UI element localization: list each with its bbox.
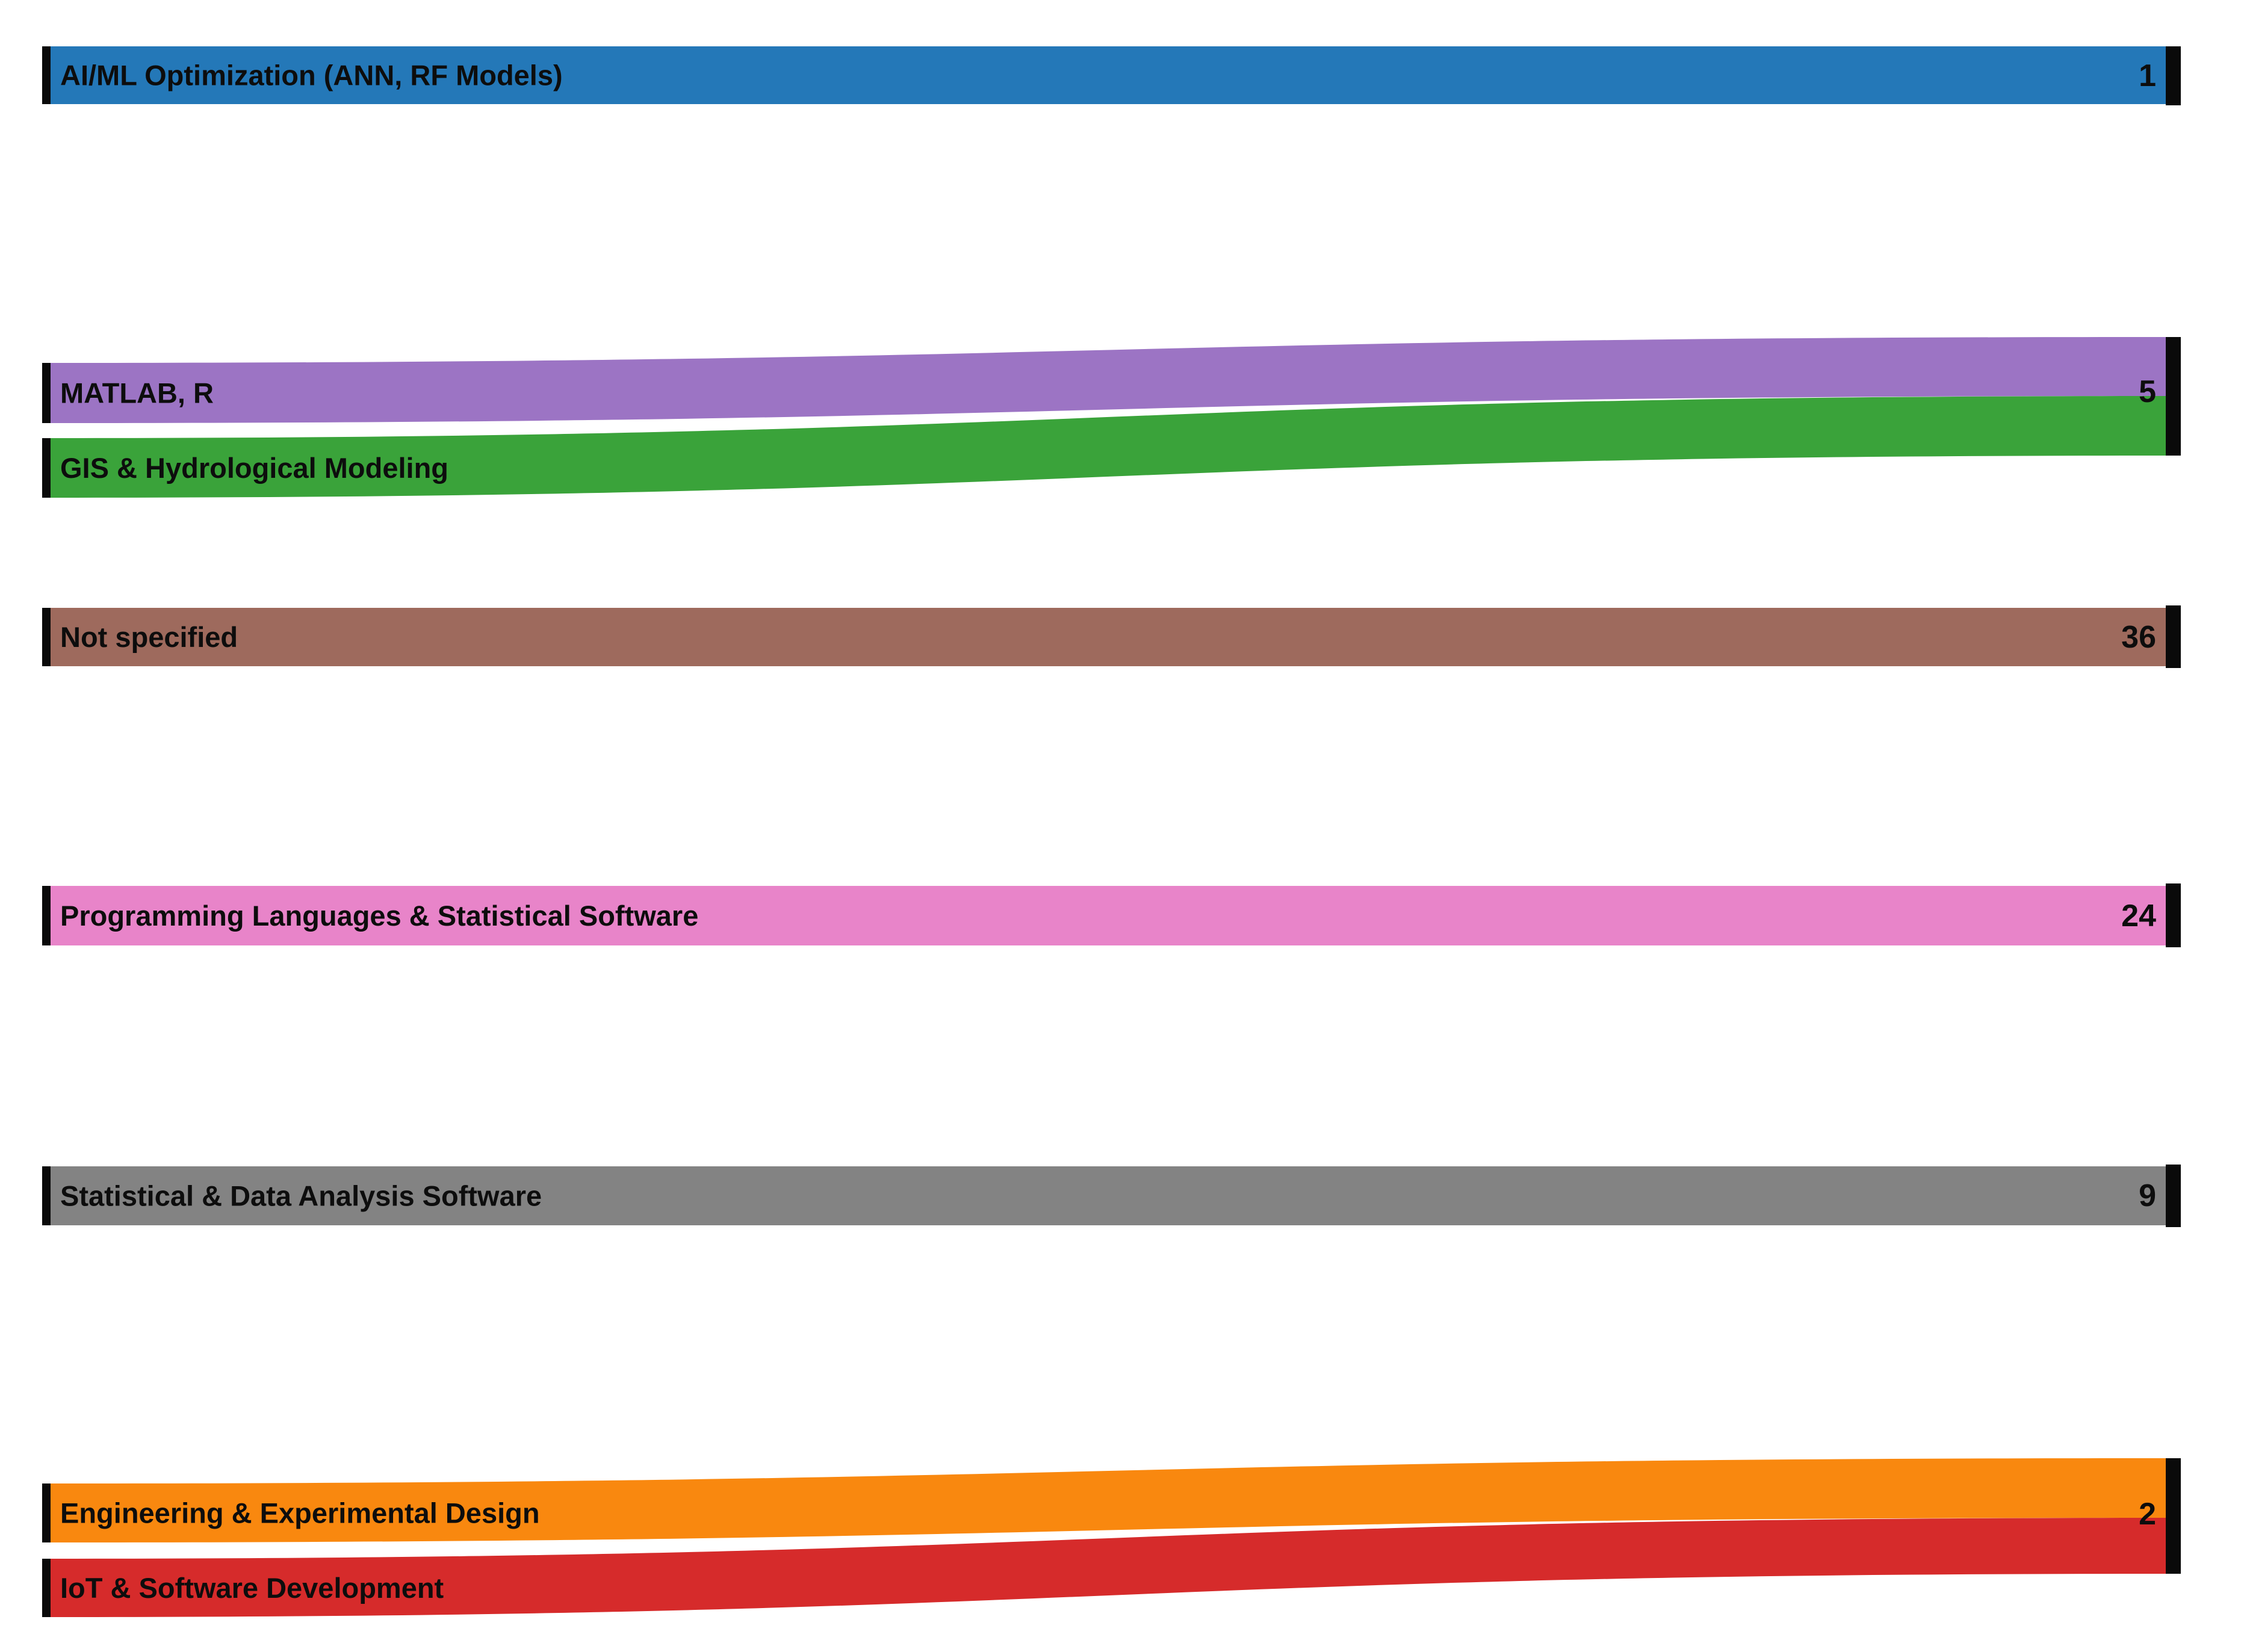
flow-label-gis-hydrological-modeling: GIS & Hydrological Modeling <box>60 452 448 484</box>
right-node-programming-languages <box>2166 883 2181 947</box>
flow-label-engineering-experimental-design: Engineering & Experimental Design <box>60 1497 540 1529</box>
flow-value-not-specified: 36 <box>2121 620 2156 655</box>
flow-engineering-experimental-design <box>51 1458 2166 1542</box>
left-node-iot-software-development <box>42 1559 51 1617</box>
flow-statistical-data-analysis-software <box>51 1166 2166 1225</box>
flow-not-specified <box>51 608 2166 666</box>
flow-label-statistical-data-analysis-software: Statistical & Data Analysis Software <box>60 1180 542 1211</box>
flow-matlab-r <box>51 337 2166 423</box>
flow-iot-software-development <box>51 1518 2166 1617</box>
flow-label-ai-ml-optimization: AI/ML Optimization (ANN, RF Models) <box>60 59 563 91</box>
flow-ai-ml-optimization <box>51 46 2166 104</box>
right-node-statistical-data-analysis <box>2166 1165 2181 1227</box>
flow-value-statistical-data-analysis-software: 9 <box>2139 1178 2156 1213</box>
left-node-ai-ml-optimization <box>42 46 51 104</box>
flow-value-ai-ml-optimization: 1 <box>2139 58 2156 93</box>
right-node-engineering-iot <box>2166 1458 2181 1574</box>
flow-label-not-specified: Not specified <box>60 621 238 653</box>
left-node-engineering-experimental-design <box>42 1483 51 1542</box>
right-node-not-specified <box>2166 605 2181 668</box>
flow-programming-languages-statistical-software <box>51 886 2166 945</box>
left-node-matlab-r <box>42 363 51 423</box>
flow-value-engineering-experimental-design: 2 <box>2139 1497 2156 1532</box>
left-node-not-specified <box>42 608 51 666</box>
flow-label-programming-languages-statistical-software: Programming Languages & Statistical Soft… <box>60 900 698 932</box>
flow-label-iot-software-development: IoT & Software Development <box>60 1572 444 1604</box>
left-node-statistical-data-analysis-software <box>42 1166 51 1225</box>
flow-label-matlab-r: MATLAB, R <box>60 377 214 409</box>
flow-value-programming-languages-statistical-software: 24 <box>2121 899 2156 933</box>
right-node-matlab-gis <box>2166 337 2181 456</box>
flow-value-matlab-r: 5 <box>2139 374 2156 409</box>
right-node-ai-ml-optimization <box>2166 46 2181 105</box>
left-node-programming-languages-statistical-software <box>42 886 51 945</box>
left-node-gis-hydrological-modeling <box>42 438 51 498</box>
flow-gis-hydrological-modeling <box>51 396 2166 498</box>
